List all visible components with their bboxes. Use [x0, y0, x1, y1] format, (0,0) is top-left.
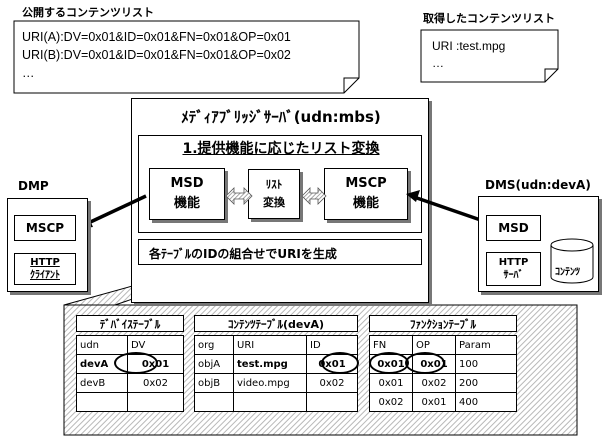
table-cell: objA	[194, 354, 234, 374]
table-header-row: FN OP Param	[369, 335, 517, 355]
dms-msd-box: MSD	[486, 215, 541, 241]
arrow-from-dms-head	[406, 190, 420, 202]
table-cell: objB	[194, 373, 234, 393]
table-cell: 0x02	[127, 373, 184, 393]
published-list-heading: 公開するコンテンツリスト	[22, 6, 154, 19]
table-header-cell: ID	[306, 335, 358, 355]
table-cell	[233, 392, 307, 412]
highlight-op-ellipse	[405, 352, 445, 374]
acquired-list-text: URI :test.mpg …	[432, 38, 505, 72]
media-bridge-server: ﾒﾃﾞｨｱﾌﾞﾘｯｼﾞｻｰﾊﾞ(udn:mbs) 1.提供機能に応じたリスト変換…	[131, 98, 429, 303]
published-uri-b: URI(B):DV=0x01&ID=0x01&FN=0x01&OP=0x02	[22, 48, 291, 62]
table-cell: 0x02	[306, 373, 358, 393]
highlight-fn-ellipse	[369, 352, 409, 374]
table-header-cell: Param	[455, 335, 517, 355]
highlight-dv-ellipse	[114, 352, 158, 374]
arrow-to-dmp-line	[83, 194, 147, 227]
table-header-row: org URI ID	[194, 335, 358, 355]
acquired-list-heading: 取得したコンテンツリスト	[423, 12, 555, 25]
acquired-uri: URI :test.mpg	[432, 39, 506, 53]
table-header-row: udn DV	[76, 335, 184, 355]
table-row: devB 0x02	[76, 373, 184, 393]
table-cell	[194, 392, 234, 412]
table-cell: video.mpg	[233, 373, 307, 393]
mbs-title: ﾒﾃﾞｨｱﾌﾞﾘｯｼﾞｻｰﾊﾞ(udn:mbs)	[181, 107, 381, 126]
published-list-text: URI(A):DV=0x01&ID=0x01&FN=0x01&OP=0x01 U…	[22, 28, 291, 82]
convert-title: 1.提供機能に応じたリスト変換	[182, 141, 380, 157]
table-cell	[76, 392, 128, 412]
content-table-title: ｺﾝﾃﾝﾂﾃｰﾌﾞﾙ(devA)	[194, 315, 358, 332]
acquired-list-note-shape	[420, 29, 559, 83]
contents-storage-icon	[550, 238, 594, 284]
table-cell: 0x01	[369, 373, 413, 393]
dmp-mscp-box: MSCP	[14, 215, 76, 241]
table-cell: devB	[76, 373, 128, 393]
dms-http-server-box: HTTP ｻｰﾊﾞ	[486, 252, 541, 286]
msd-function-box: MSD 機能	[149, 168, 225, 220]
table-row	[194, 392, 358, 412]
dms-contents-label: ｺﾝﾃﾝﾂ	[555, 267, 580, 278]
double-arrow-right	[301, 187, 327, 205]
table-header-cell: org	[194, 335, 234, 355]
dms-label: DMS(udn:devA)	[485, 178, 591, 192]
table-cell: test.mpg	[233, 354, 307, 374]
table-cell: 200	[455, 373, 517, 393]
published-list-note-shape	[13, 20, 360, 94]
uri-generate-box: 各ﾃｰﾌﾞﾙのIDの組合せでURIを生成	[138, 239, 422, 265]
table-cell: 400	[455, 392, 517, 412]
table-row: objB video.mpg 0x02	[194, 373, 358, 393]
published-uri-a: URI(A):DV=0x01&ID=0x01&FN=0x01&OP=0x01	[22, 30, 291, 44]
table-cell: 0x02	[412, 373, 456, 393]
table-cell	[127, 392, 184, 412]
list-convert-box: ﾘｽﾄ 変換	[248, 169, 300, 219]
acquired-ellipsis: …	[432, 56, 444, 70]
table-cell	[306, 392, 358, 412]
content-table: org URI ID objA test.mpg 0x01 objB video…	[194, 335, 358, 412]
highlight-id-ellipse	[321, 352, 359, 374]
table-header-cell: udn	[76, 335, 128, 355]
published-ellipsis: …	[22, 66, 35, 80]
uri-generate-label: 各ﾃｰﾌﾞﾙのIDの組合せでURIを生成	[149, 247, 337, 261]
dms-device: MSD HTTP ｻｰﾊﾞ ｺﾝﾃﾝﾂ	[478, 196, 599, 292]
function-table-title: ﾌｧﾝｸｼｮﾝﾃｰﾌﾞﾙ	[369, 315, 517, 332]
double-arrow-left	[225, 187, 253, 205]
device-table-title: ﾃﾞﾊﾞｲｽﾃｰﾌﾞﾙ	[76, 315, 184, 332]
table-header-cell: URI	[233, 335, 307, 355]
table-cell: 0x02	[369, 392, 413, 412]
dmp-label: DMP	[18, 179, 49, 193]
table-cell: 0x01	[412, 392, 456, 412]
table-row	[76, 392, 184, 412]
dmp-device: MSCP HTTP ｸﾗｲｱﾝﾄ	[7, 198, 88, 292]
dmp-http-client-box: HTTP ｸﾗｲｱﾝﾄ	[14, 253, 76, 285]
table-row: 0x01 0x02 200	[369, 373, 517, 393]
table-row: 0x02 0x01 400	[369, 392, 517, 412]
table-cell: 100	[455, 354, 517, 374]
